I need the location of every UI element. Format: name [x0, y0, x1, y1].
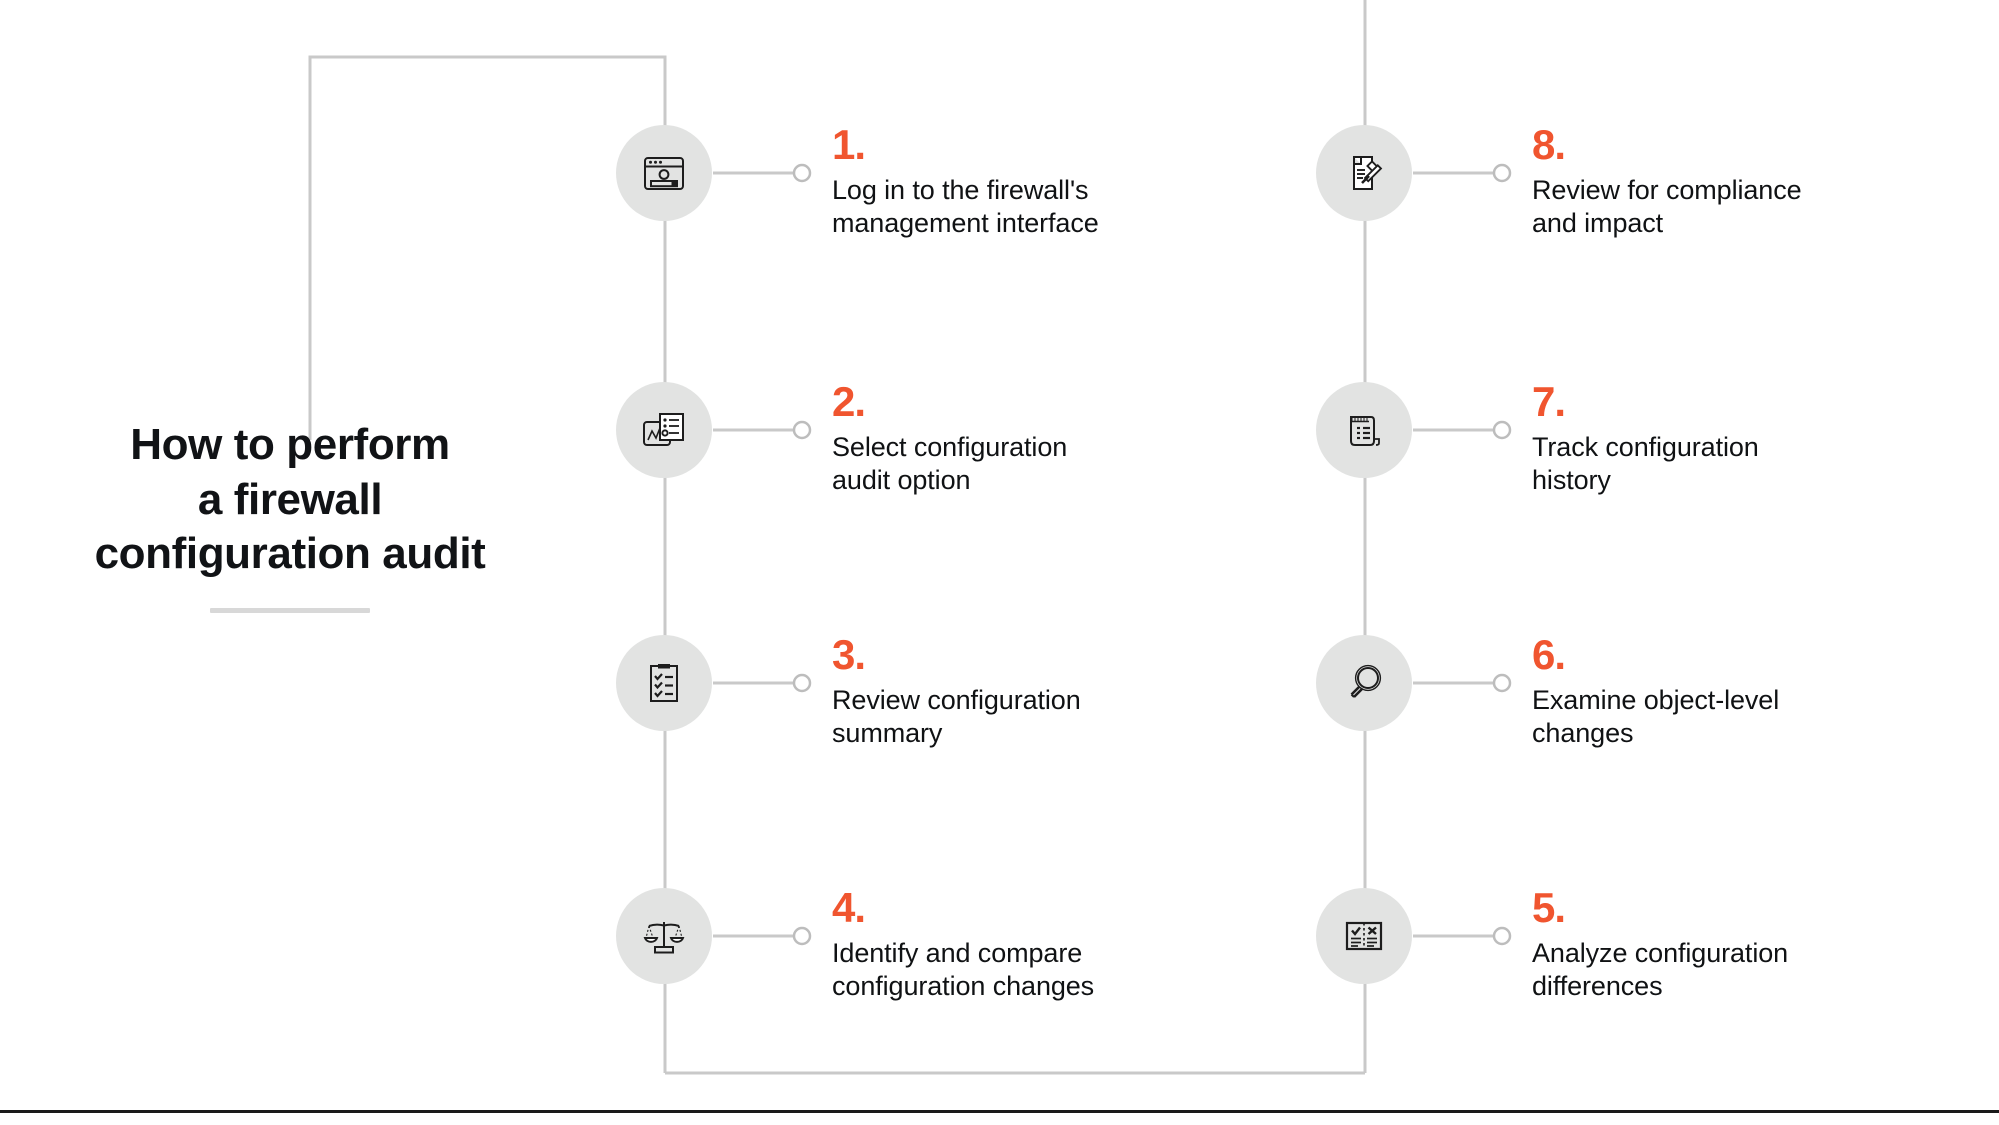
leader-dot-step-5 [1492, 926, 1512, 946]
balance-scales-icon [638, 910, 690, 962]
page-title: How to perform a firewall configuration … [94, 420, 486, 579]
step-7-text: Track configuration history [1532, 431, 1759, 495]
leader-dot-step-6 [1492, 673, 1512, 693]
leader-dot-step-1 [792, 163, 812, 183]
step-6-icon-bubble[interactable] [1316, 635, 1412, 731]
step-6-text: Examine object-level changes [1532, 684, 1780, 748]
step-2-number: 2. [832, 378, 866, 425]
step-4-text: Identify and compare configuration chang… [832, 937, 1095, 1001]
leader-dot-step-7 [1492, 420, 1512, 440]
step-5-number: 5. [1532, 884, 1566, 931]
title-underline-rule [210, 607, 370, 613]
browser-login-icon [638, 147, 690, 199]
step-4-icon-bubble[interactable] [616, 888, 712, 984]
step-6-number: 6. [1532, 631, 1566, 678]
leader-dot-step-4 [792, 926, 812, 946]
step-3-text: Review configuration summary [832, 684, 1081, 748]
step-1-label: 1. Log in to the firewall's management i… [832, 121, 1212, 240]
bottom-divider-rule [0, 1110, 1999, 1113]
step-2-icon-bubble[interactable] [616, 382, 712, 478]
compare-table-icon [1338, 910, 1390, 962]
step-1-icon-bubble[interactable] [616, 125, 712, 221]
step-7-icon-bubble[interactable] [1316, 382, 1412, 478]
step-8-number: 8. [1532, 121, 1566, 168]
step-3-icon-bubble[interactable] [616, 635, 712, 731]
step-1-number: 1. [832, 121, 866, 168]
step-3-number: 3. [832, 631, 866, 678]
clipboard-checklist-icon [638, 657, 690, 709]
step-7-label: 7. Track configuration history [1532, 378, 1912, 497]
step-2-label: 2. Select configuration audit option [832, 378, 1212, 497]
document-gavel-icon [1338, 147, 1390, 199]
scroll-document-icon [1338, 404, 1390, 456]
step-7-number: 7. [1532, 378, 1566, 425]
leader-dot-step-8 [1492, 163, 1512, 183]
chart-options-document-icon [638, 404, 690, 456]
leader-dot-step-2 [792, 420, 812, 440]
step-6-label: 6. Examine object-level changes [1532, 631, 1912, 750]
step-8-icon-bubble[interactable] [1316, 125, 1412, 221]
step-2-text: Select configuration audit option [832, 431, 1068, 495]
leader-dot-step-3 [792, 673, 812, 693]
step-8-text: Review for compliance and impact [1532, 174, 1802, 238]
step-5-label: 5. Analyze configuration differences [1532, 884, 1912, 1003]
step-5-text: Analyze configuration differences [1532, 937, 1789, 1001]
step-3-label: 3. Review configuration summary [832, 631, 1212, 750]
magnifying-glass-icon [1338, 657, 1390, 709]
step-4-label: 4. Identify and compare configuration ch… [832, 884, 1212, 1003]
page-title-block: How to perform a firewall configuration … [40, 418, 540, 613]
step-4-number: 4. [832, 884, 866, 931]
step-1-text: Log in to the firewall's management inte… [832, 174, 1099, 238]
step-5-icon-bubble[interactable] [1316, 888, 1412, 984]
left-bracket-path [308, 55, 667, 440]
step-8-label: 8. Review for compliance and impact [1532, 121, 1912, 240]
